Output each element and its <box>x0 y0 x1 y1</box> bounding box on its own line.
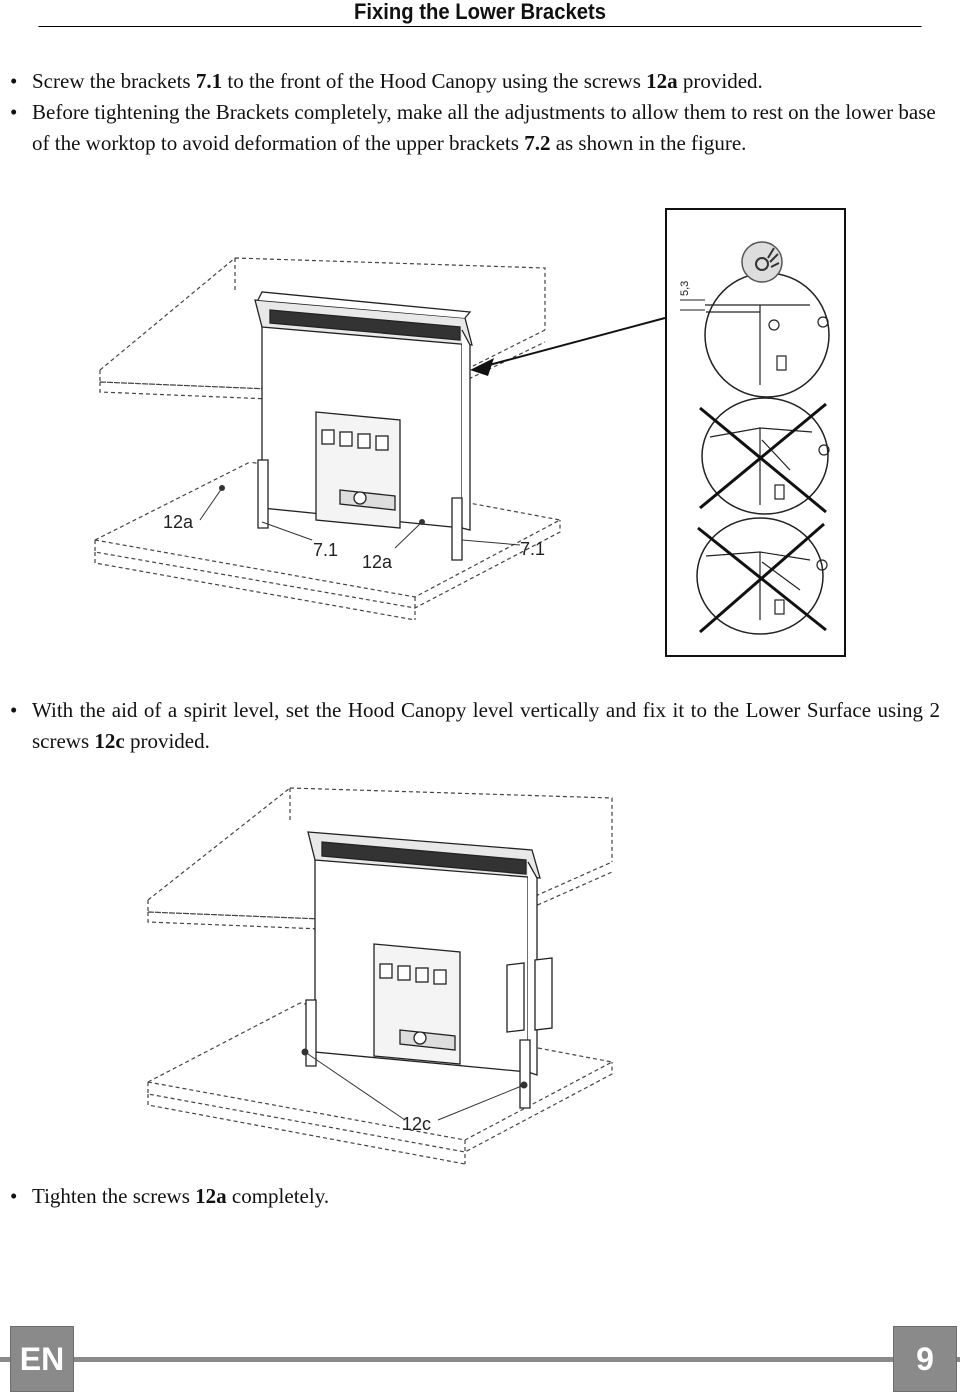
hood-canopy-drawing <box>305 831 553 1109</box>
hood-fixing-figure: 12c <box>147 787 614 1165</box>
label-12a: 12a <box>163 512 194 532</box>
bullet: • <box>10 100 18 124</box>
upper-worktop-outline <box>147 787 613 936</box>
page-footer: EN 9 <box>0 1326 960 1392</box>
label-7-1: 7.1 <box>520 539 545 559</box>
upper-worktop-outline <box>99 257 546 406</box>
part-ref: 12a <box>195 1184 227 1208</box>
bracket-installation-figure: 12a 7.1 12a 7.1 5,3 <box>94 208 846 657</box>
page-number: 9 <box>893 1326 957 1392</box>
label-7-1: 7.1 <box>313 540 338 560</box>
arrowhead-icon <box>470 358 494 376</box>
part-ref: 12a <box>646 69 678 93</box>
instruction-step-3: • With the aid of a spirit level, set th… <box>10 695 940 757</box>
leader-lines <box>301 1048 528 1121</box>
bullet: • <box>10 698 18 722</box>
detail-bracket-correct <box>705 304 829 385</box>
instruction-step-2: • Before tightening the Brackets complet… <box>10 97 940 159</box>
instruction-step-1: • Screw the brackets 7.1 to the front of… <box>10 66 940 97</box>
dimension-label: 5,3 <box>679 281 691 296</box>
footer-rule <box>0 1357 960 1362</box>
lower-worktop-outline <box>147 1002 614 1165</box>
instruction-step-4: • Tighten the screws 12a completely. <box>10 1181 940 1212</box>
ok-hand-icon <box>741 241 783 283</box>
dimension-lines <box>680 299 705 311</box>
bullet: • <box>10 69 18 93</box>
part-ref: 7.2 <box>524 131 551 155</box>
bullet: • <box>10 1184 18 1208</box>
leader-lines <box>199 485 521 549</box>
label-12c: 12c <box>402 1114 431 1134</box>
part-ref: 12c <box>94 729 125 753</box>
part-ref: 7.1 <box>195 69 223 93</box>
page-title: Fixing the Lower Brackets <box>38 0 922 27</box>
detail-bracket-wrong-2 <box>705 551 828 620</box>
language-tab: EN <box>10 1326 74 1392</box>
detail-pointer-line <box>477 317 666 369</box>
detail-bracket-wrong-1 <box>709 427 830 505</box>
label-12a: 12a <box>362 552 393 572</box>
hood-canopy-drawing <box>254 291 473 561</box>
lower-worktop-outline <box>94 461 562 621</box>
cross-icon <box>697 402 827 634</box>
